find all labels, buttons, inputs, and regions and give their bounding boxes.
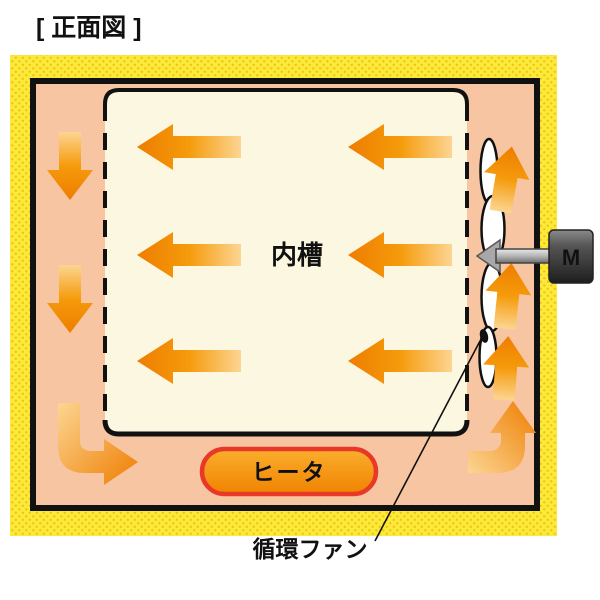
flow-arrow-left-3 [137, 232, 241, 278]
flow-arrow-corner-bottom-left [58, 403, 138, 485]
flow-arrow-left-4 [348, 232, 452, 278]
flow-arrow-left-2 [348, 124, 452, 170]
fan-label: 循環ファン [253, 536, 368, 562]
flow-arrow-corner-bottom-right [468, 401, 536, 473]
fan-leader-line [374, 340, 481, 542]
flow-arrow-left-5 [137, 338, 241, 384]
flow-arrow-up-1 [484, 146, 530, 214]
flow-arrow-up-3 [483, 336, 530, 401]
fan-pointer-dot [479, 329, 489, 343]
motor-shaft [495, 248, 553, 264]
flow-arrow-left-1 [137, 124, 241, 170]
flow-arrow-left-6 [348, 338, 452, 384]
flow-arrow-down-2 [47, 265, 93, 333]
motor-body [548, 229, 594, 284]
inner-tank-label: 内槽 [271, 240, 323, 270]
diagram-title: [ 正面図 ] [36, 14, 142, 42]
heater-label: ヒータ [252, 459, 327, 485]
inner-tank-border-top [103, 88, 469, 105]
motor-label: M [562, 245, 580, 270]
heater [199, 446, 379, 497]
flow-arrow-up-2 [485, 263, 532, 330]
flow-arrow-down-1 [47, 132, 93, 200]
inner-tank-border-bottom [102, 419, 470, 437]
